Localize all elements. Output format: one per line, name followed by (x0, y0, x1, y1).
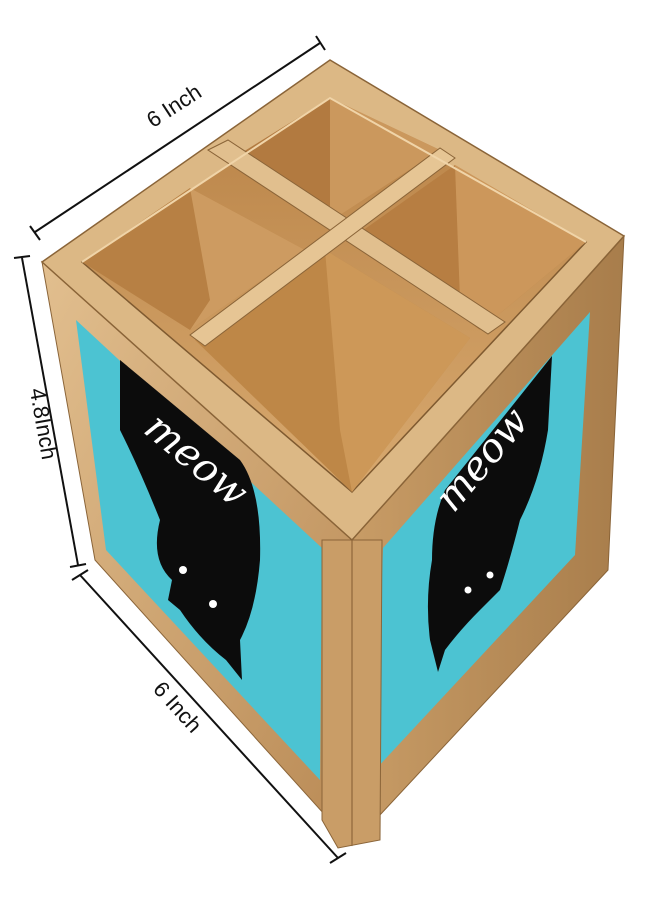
left-cat-silhouette (120, 360, 261, 680)
pen-holder-box: meow meow (40, 59, 626, 849)
compartment-left-wall (190, 188, 305, 330)
compartment-back-wall (330, 98, 440, 215)
dimension-bottom-label: 6 Inch (148, 676, 207, 737)
right-cat-eye (486, 571, 494, 579)
dimension-height-label: 4.8Inch (25, 386, 62, 461)
left-cat-eye (209, 600, 217, 608)
divider-long (206, 139, 506, 335)
compartment-front-wall (325, 250, 470, 492)
divider-short (189, 147, 456, 347)
right-cat-eye (464, 586, 472, 594)
compartment-right-wall (455, 165, 586, 330)
left-cat-eye (179, 566, 187, 574)
right-cat-silhouette (427, 356, 552, 672)
